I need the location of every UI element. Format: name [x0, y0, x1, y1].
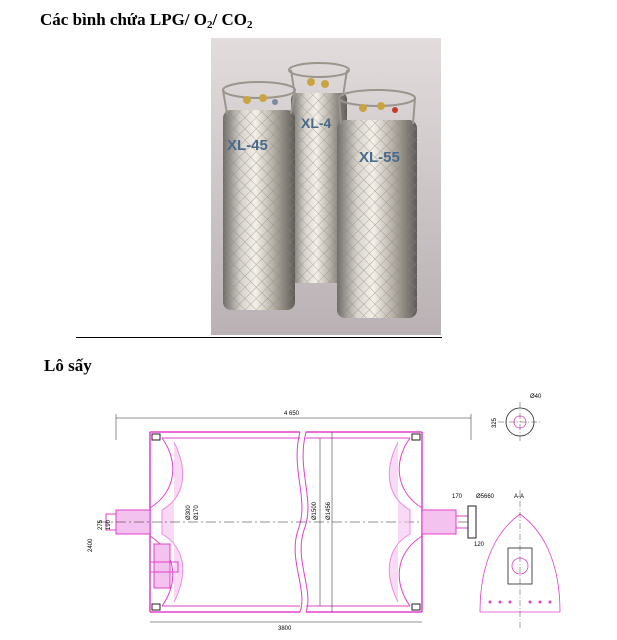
- heading-subscript-o2: 2: [207, 19, 213, 31]
- cylinder-left: XL-45: [222, 81, 296, 310]
- heading-lpg-cylinders: Các bình chứa LPG/ O2/ CO2: [40, 10, 253, 31]
- dim-top-right-b: 325: [492, 417, 498, 428]
- cylinder-right: XL-55: [337, 89, 417, 318]
- cylinder-middle-label: XL-4: [301, 115, 332, 131]
- dim-left-a: 275: [98, 519, 104, 530]
- dim-left-b: 190: [106, 519, 112, 530]
- dim-shaft-a: Ø300: [186, 505, 192, 520]
- dim-total-length: 4 650: [284, 411, 300, 417]
- dim-shaft-b: Ø170: [194, 505, 200, 520]
- cylinders-photo: XL-4 XL-45 XL-55: [211, 38, 441, 335]
- heading-mid-text: / CO: [212, 10, 247, 29]
- dim-right-label: Ø5660: [476, 494, 495, 500]
- dim-diameter-b: Ø1456: [326, 501, 332, 520]
- divider-line: [76, 337, 442, 338]
- dim-diameter-a: Ø1500: [312, 501, 318, 520]
- cylinder-middle: XL-4: [288, 62, 350, 283]
- side-views: [479, 402, 561, 630]
- cylinder-right-label: XL-55: [359, 149, 400, 166]
- cylinder-left-label: XL-45: [227, 137, 268, 154]
- heading-drying-roller: Lô sấy: [44, 356, 92, 375]
- heading-subscript-co2: 2: [247, 19, 253, 31]
- dim-right-shaft: 170: [452, 494, 463, 500]
- dim-top-right: Ø40: [530, 394, 542, 400]
- dim-inner-length: 3800: [278, 626, 292, 632]
- roller-outline: [98, 414, 477, 623]
- heading-main-text: Các bình chứa LPG/ O: [40, 10, 208, 29]
- dim-right-small: 120: [474, 542, 485, 548]
- dim-left-c: 2400: [88, 538, 94, 552]
- section-mark: A-A: [514, 494, 524, 500]
- drying-roller-drawing: 4 650 3800 Ø1500 Ø1456 Ø300 Ø170 170 Ø56…: [88, 394, 561, 632]
